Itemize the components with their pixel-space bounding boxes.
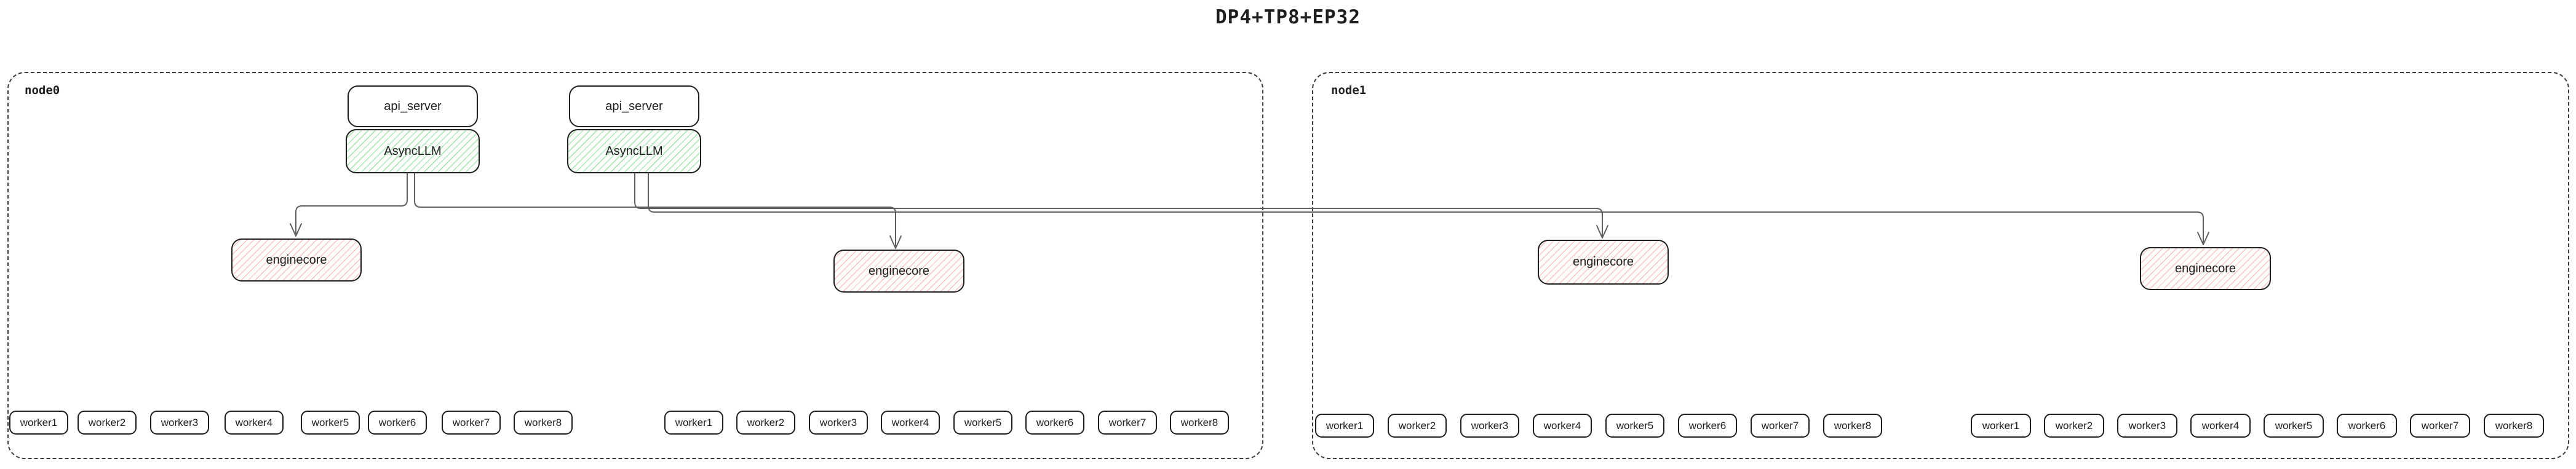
- worker-box: worker1: [1315, 414, 1374, 438]
- worker-box: worker4: [225, 411, 284, 435]
- worker-box: worker6: [2337, 414, 2397, 438]
- worker-box: worker4: [1533, 414, 1592, 438]
- node1-label: node1: [1331, 84, 1367, 97]
- worker-box: worker8: [1170, 411, 1229, 435]
- worker-box: worker5: [1605, 414, 1664, 438]
- worker-box: worker3: [1460, 414, 1519, 438]
- worker-box: worker8: [2484, 414, 2544, 438]
- worker-box: worker7: [1098, 411, 1157, 435]
- worker-box: worker7: [1751, 414, 1810, 438]
- worker-box: worker3: [809, 411, 868, 435]
- worker-box: worker6: [1025, 411, 1084, 435]
- enginecore-box-3: enginecore: [1538, 240, 1669, 285]
- asyncllm-box-1: AsyncLLM: [346, 129, 480, 173]
- worker-box: worker5: [301, 411, 360, 435]
- worker-box: worker8: [1823, 414, 1882, 438]
- worker-box: worker7: [442, 411, 501, 435]
- worker-box: worker6: [368, 411, 427, 435]
- worker-box: worker5: [2264, 414, 2324, 438]
- enginecore-box-1: enginecore: [231, 238, 362, 282]
- worker-box: worker4: [2190, 414, 2251, 438]
- node1-container: [1312, 72, 2569, 459]
- worker-box: worker4: [881, 411, 940, 435]
- worker-box: worker2: [2044, 414, 2104, 438]
- node0-label: node0: [25, 84, 60, 97]
- worker-box: worker2: [1388, 414, 1447, 438]
- worker-box: worker6: [1678, 414, 1737, 438]
- worker-box: worker1: [664, 411, 723, 435]
- worker-box: worker3: [2117, 414, 2177, 438]
- worker-box: worker3: [150, 411, 209, 435]
- api-server-box-2: api_server: [569, 85, 699, 127]
- worker-box: worker2: [736, 411, 795, 435]
- enginecore-box-4: enginecore: [2140, 247, 2271, 290]
- api-server-box-1: api_server: [348, 85, 478, 127]
- worker-box: worker1: [1971, 414, 2031, 438]
- worker-box: worker1: [9, 411, 68, 435]
- diagram-title: DP4+TP8+EP32: [1215, 6, 1361, 28]
- worker-box: worker5: [953, 411, 1012, 435]
- enginecore-box-2: enginecore: [833, 250, 964, 293]
- worker-box: worker8: [514, 411, 573, 435]
- worker-box: worker7: [2410, 414, 2470, 438]
- node0-container: [7, 72, 1263, 459]
- asyncllm-box-2: AsyncLLM: [567, 129, 701, 173]
- worker-box: worker2: [78, 411, 137, 435]
